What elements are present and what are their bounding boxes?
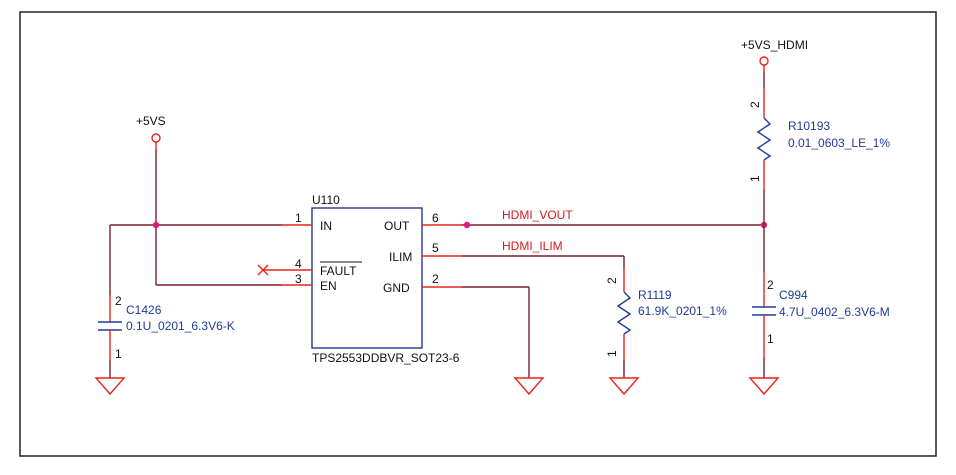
- r10193-ref: R10193: [788, 119, 830, 133]
- u110-pin-gnd: GND: [383, 281, 410, 295]
- power-5vs-hdmi: +5VS_HDMI: [741, 38, 808, 88]
- r1119-pin1: 1: [605, 350, 619, 357]
- u110-pin5-num: 5: [432, 241, 439, 255]
- c994-pin2: 2: [767, 278, 774, 292]
- c1426-ref: C1426: [126, 303, 162, 317]
- r10193-pin1: 1: [748, 175, 762, 182]
- ic-u110-body: [311, 207, 423, 349]
- u110-pin6-num: 6: [432, 211, 439, 225]
- u110-pin-en: EN: [320, 279, 337, 293]
- capacitor-c994: 2 1 C994 4.7U_0402_6.3V6-M: [752, 225, 890, 378]
- u110-pin-out: OUT: [384, 219, 410, 233]
- u110-pin-in: IN: [320, 219, 332, 233]
- r10193-pin2: 2: [748, 101, 762, 108]
- power-5vs-hdmi-label: +5VS_HDMI: [741, 38, 808, 52]
- ic-u110: U110 TPS2553DDBVR_SOT23-6 1 4 3 IN FAULT…: [257, 193, 462, 365]
- capacitor-c1426: 2 1 C1426 0.1U_0201_6.3V6-K: [98, 294, 235, 378]
- junction-dot: [152, 221, 160, 229]
- ground-symbol: [748, 377, 780, 396]
- u110-pin3-num: 3: [295, 272, 302, 286]
- r1119-ref: R1119: [638, 288, 672, 302]
- ground-symbol: [608, 377, 640, 396]
- c1426-pin1: 1: [115, 347, 122, 361]
- net-label-hdmi-vout: HDMI_VOUT: [502, 208, 573, 222]
- schematic-frame: [19, 11, 937, 457]
- u110-pin4-num: 4: [295, 257, 302, 271]
- r10193-value: 0.01_0603_LE_1%: [788, 136, 890, 150]
- u110-ref: U110: [312, 193, 340, 207]
- c994-value: 4.7U_0402_6.3V6-M: [779, 305, 890, 319]
- c1426-value: 0.1U_0201_6.3V6-K: [126, 319, 235, 333]
- c994-pin1: 1: [767, 332, 774, 346]
- u110-pin1-num: 1: [295, 211, 302, 225]
- u110-pin-fault: FAULT: [320, 264, 357, 278]
- u110-pin-ilim: ILIM: [389, 250, 412, 264]
- ground-symbol: [94, 377, 126, 396]
- power-5vs-label: +5VS: [136, 114, 166, 128]
- u110-part: TPS2553DDBVR_SOT23-6: [312, 351, 460, 365]
- r1119-pin2: 2: [605, 277, 619, 284]
- resistor-r1119: 2 1 R1119 61.9K_0201_1%: [605, 268, 727, 378]
- power-5vs: +5VS: [136, 114, 166, 225]
- c994-ref: C994: [779, 288, 808, 302]
- r1119-value: 61.9K_0201_1%: [638, 304, 727, 318]
- u110-pin2-num: 2: [432, 272, 439, 286]
- net-label-hdmi-ilim: HDMI_ILIM: [502, 239, 563, 253]
- ground-symbol: [513, 377, 545, 396]
- resistor-r10193: 2 1 R10193 0.01_0603_LE_1%: [748, 88, 890, 225]
- c1426-pin2: 2: [115, 294, 122, 308]
